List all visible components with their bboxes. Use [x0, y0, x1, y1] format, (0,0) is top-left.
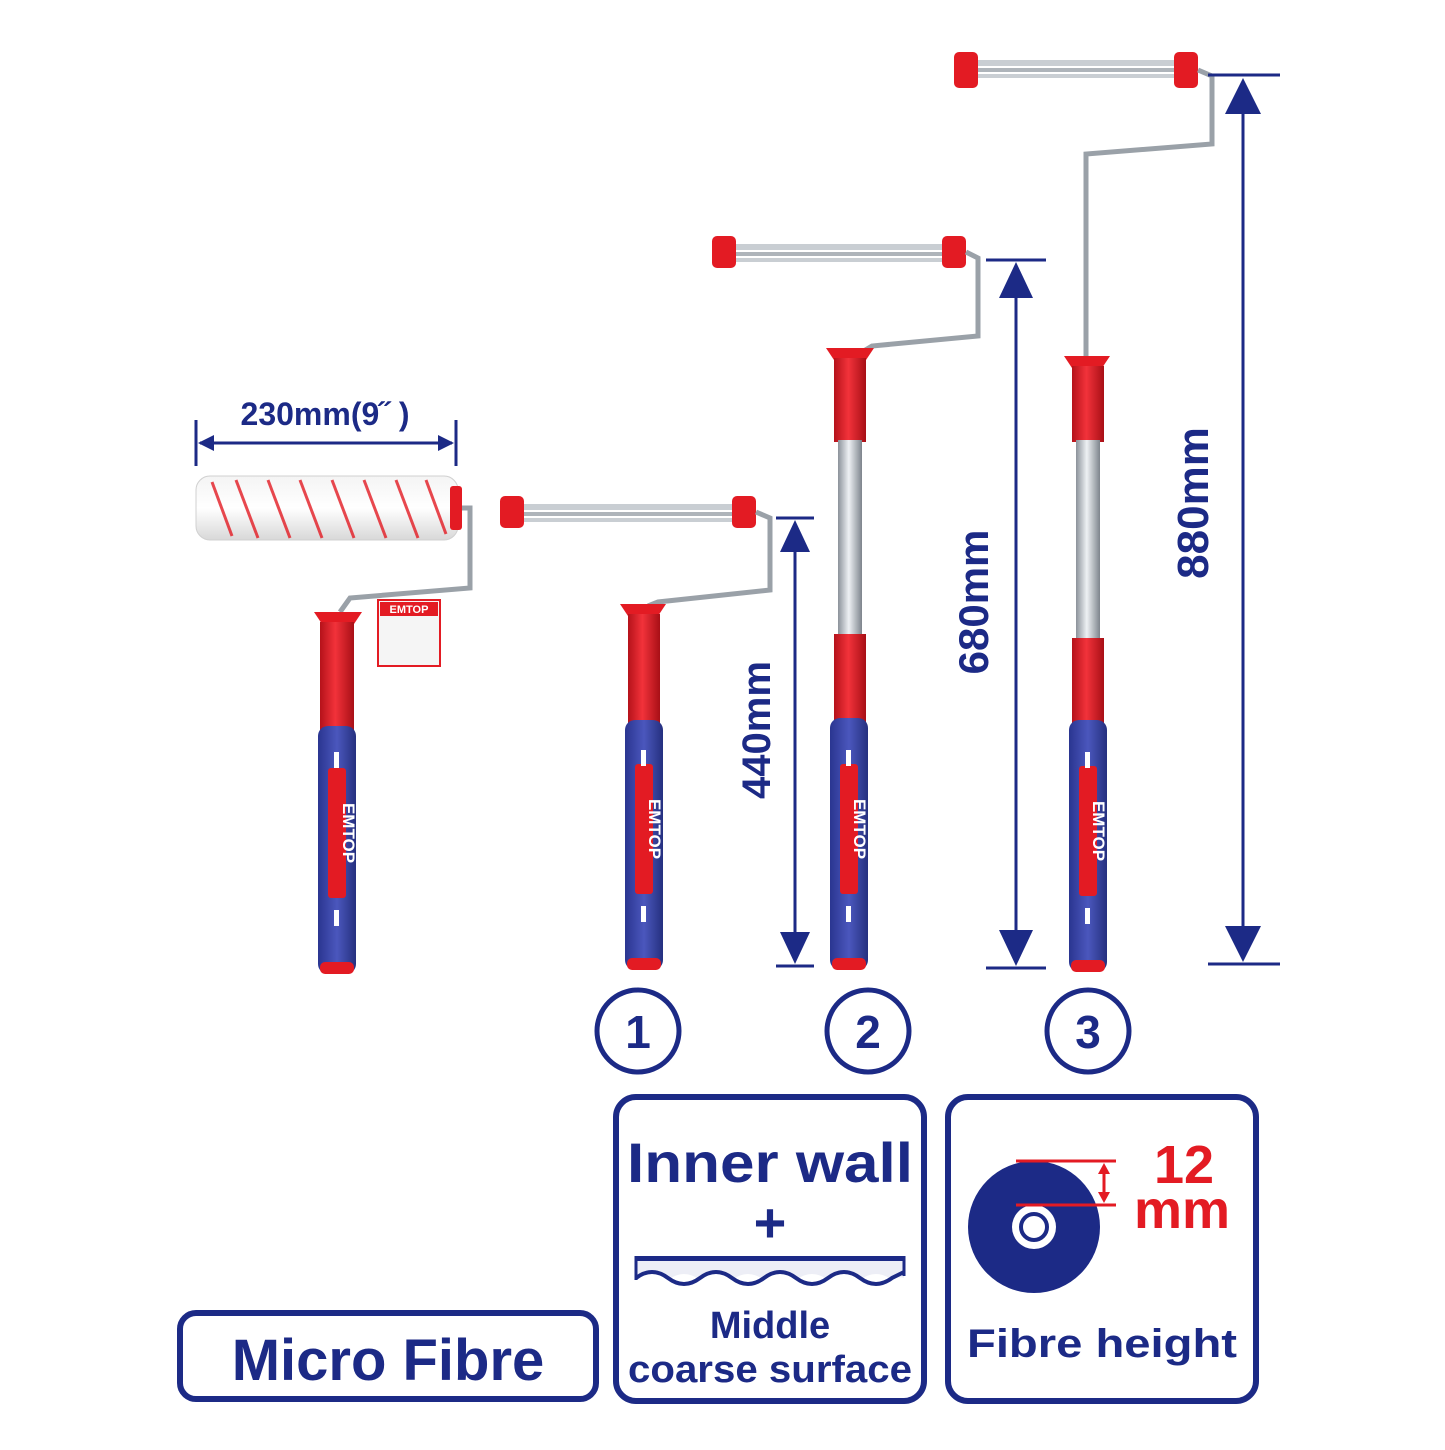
roller-frame-1: EMTOP: [500, 496, 773, 970]
frame-wire: [647, 509, 773, 609]
surface-line-2: coarse surface: [628, 1349, 912, 1391]
length-dimension-2: [986, 258, 1046, 970]
frame-wire: [337, 505, 473, 614]
telescopic-tube: [838, 440, 862, 636]
wavy-surface-icon: [634, 1256, 906, 1286]
cover-stripes: [210, 479, 448, 539]
fibre-height-unit: mm: [1134, 1180, 1230, 1240]
label-header: [380, 602, 438, 616]
length-dimension-1: [776, 516, 814, 968]
grip-inlay: [328, 768, 346, 898]
roller-frame-2: EMTOP: [712, 236, 981, 970]
handle-collar: [314, 612, 362, 624]
length-label-2: 680mm: [950, 530, 997, 675]
number-badge-3: 3: [1044, 987, 1132, 1075]
cage-end-cap-left: [500, 496, 524, 528]
width-dimension: [194, 420, 458, 466]
width-dimension-label: 230mm(9˝ ): [241, 396, 410, 432]
handle-brand-logo: EMTOP: [1089, 801, 1108, 861]
handle-brand-logo: EMTOP: [645, 799, 664, 859]
surface-plus: +: [754, 1191, 787, 1254]
surface-title: Inner wall: [627, 1131, 913, 1194]
svg-text:1: 1: [625, 1006, 651, 1058]
cage-end-cap-right: [732, 496, 756, 528]
fibre-height-value: 12: [1154, 1135, 1214, 1195]
paint-roller-with-cover: EMTOP EMTOP: [195, 475, 473, 974]
roller-frame-3: EMTOP: [954, 52, 1215, 972]
number-badge-1: 1: [594, 987, 682, 1075]
handle-end: [320, 962, 354, 974]
surface-info-box: Inner wall + Middle coarse surface: [613, 1094, 927, 1404]
svg-text:2: 2: [855, 1006, 881, 1058]
cover-end-cap: [450, 486, 462, 530]
number-badge-2: 2: [824, 987, 912, 1075]
surface-line-1: Middle: [710, 1305, 830, 1347]
length-label-3: 880mm: [1169, 427, 1218, 579]
roller-cross-section-icon: [968, 1159, 1116, 1293]
handle-upper: [320, 622, 354, 730]
fibre-height-label: Fibre height: [967, 1322, 1237, 1366]
micro-fibre-roller-cover: [195, 475, 459, 541]
material-label-box: Micro Fibre: [177, 1310, 599, 1402]
length-label-1: 440mm: [735, 661, 779, 799]
length-dimension-3: [1208, 73, 1280, 966]
material-label: Micro Fibre: [232, 1328, 545, 1393]
handle-brand-logo: EMTOP: [850, 799, 869, 859]
handle-brand-logo: EMTOP: [339, 803, 358, 863]
label-brand: EMTOP: [390, 604, 429, 616]
svg-text:3: 3: [1075, 1006, 1101, 1058]
fibre-height-box: 12 mm Fibre height: [945, 1094, 1259, 1404]
